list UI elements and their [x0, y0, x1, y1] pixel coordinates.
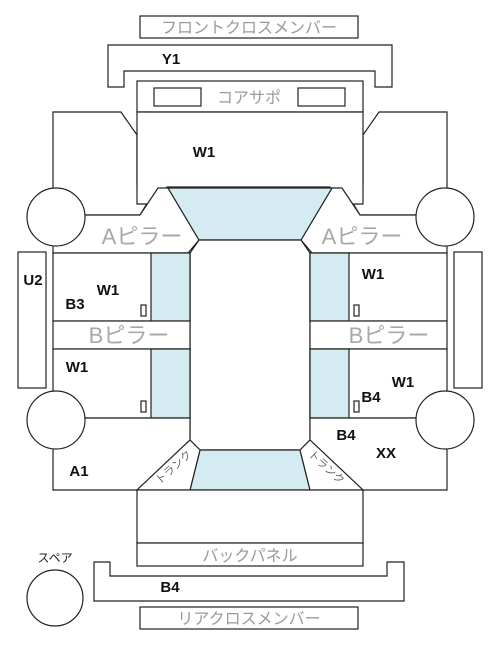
rear-door-handle-left[interactable] [140, 400, 147, 413]
front-door-window-left[interactable] [150, 252, 191, 322]
damage-code-y1: Y1 [162, 51, 180, 68]
b-pillar-left[interactable] [52, 320, 191, 350]
back-panel-label: バックパネル [202, 547, 297, 565]
front-wheel-left[interactable] [26, 187, 86, 247]
damage-code-w1-right-rear-door: W1 [392, 374, 415, 391]
b-pillar-right-label: Bピラー [349, 323, 430, 348]
damage-code-w1-left-front-door: W1 [97, 282, 120, 299]
front-bumper[interactable] [107, 44, 393, 88]
damage-code-xx: XX [376, 445, 396, 462]
damage-code-b4-right-rear-fender: B4 [336, 427, 356, 444]
core-support-label: コアサポ [217, 89, 281, 107]
damage-code-u2: U2 [23, 272, 42, 289]
front-cross-member-box [139, 15, 359, 39]
b-pillar-left-label: Bピラー [89, 323, 170, 348]
damage-code-w1-left-rear-door: W1 [66, 359, 89, 376]
damage-code-b4-rear-bumper: B4 [160, 579, 180, 596]
back-panel[interactable] [136, 542, 364, 567]
rear-door-handle-right[interactable] [353, 400, 360, 413]
rear-wheel-left[interactable] [26, 390, 86, 450]
b-pillar-right[interactable] [309, 320, 448, 350]
rear-wheel-right[interactable] [415, 390, 475, 450]
trunk-lid[interactable] [136, 489, 364, 544]
headlight-right[interactable] [297, 87, 346, 107]
headlight-left[interactable] [153, 87, 202, 107]
front-cross-member-label: フロントクロスメンバー [161, 19, 337, 37]
rear-window[interactable] [189, 449, 311, 491]
spare-tire[interactable] [26, 569, 84, 627]
rear-door-window-right[interactable] [309, 348, 350, 419]
damage-code-b3: B3 [65, 296, 84, 313]
rear-cross-member-box [139, 606, 359, 630]
side-rail-left[interactable] [17, 251, 47, 389]
damage-code-w1-right-front-door: W1 [362, 266, 385, 283]
side-rail-right[interactable] [453, 251, 483, 389]
a-pillar-left-label: Aピラー [102, 224, 183, 249]
damage-code-w1-hood: W1 [193, 144, 216, 161]
rear-cross-member-label: リアクロスメンバー [177, 610, 320, 628]
rear-bumper[interactable] [93, 561, 405, 602]
a-pillar-right-label: Aピラー [322, 224, 403, 249]
hood[interactable] [136, 111, 364, 205]
spare-label: スペア [37, 551, 72, 565]
roof[interactable] [189, 239, 311, 451]
front-door-handle-left[interactable] [140, 304, 147, 317]
damage-code-b4-right-rear-door: B4 [361, 389, 381, 406]
rear-door-window-left[interactable] [150, 348, 191, 419]
front-wheel-right[interactable] [415, 187, 475, 247]
front-door-handle-right[interactable] [353, 304, 360, 317]
damage-code-a1: A1 [69, 463, 88, 480]
front-door-window-right[interactable] [309, 252, 350, 322]
